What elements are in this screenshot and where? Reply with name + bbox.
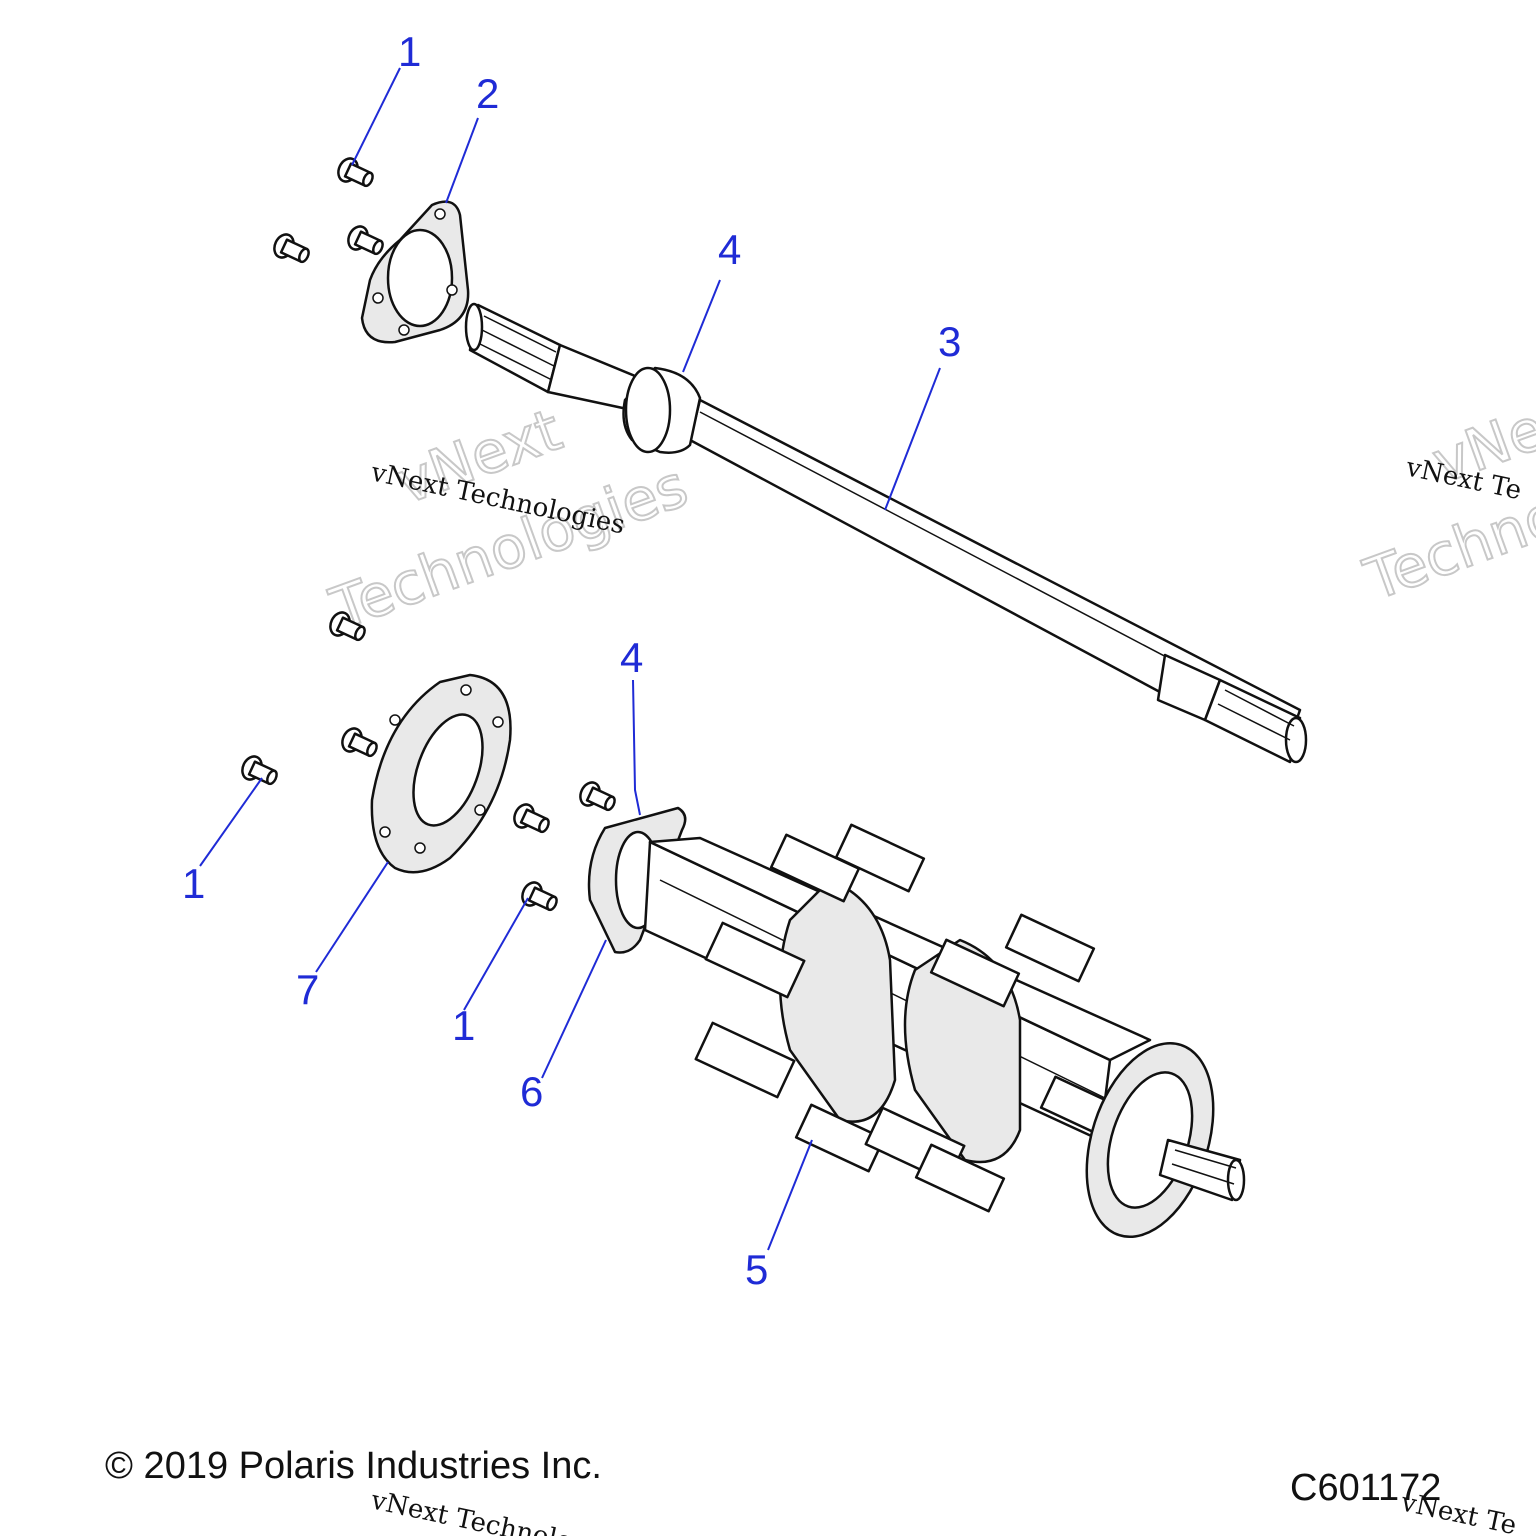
flange-plate-2 [360,200,470,344]
callout-1-top: 1 [398,28,421,75]
leader-6 [541,939,607,1079]
bearing-plate-7 [370,673,512,874]
callout-4-upper: 4 [718,226,741,273]
callout-2: 2 [476,70,499,117]
leader-4-lower [632,679,641,816]
bolt-lower-top [329,611,366,642]
callout-1-left: 1 [182,860,205,907]
bolt-lower-left [241,755,278,786]
watermark-right: vNe Technolo vNext Te [1355,393,1536,615]
driveshaft-3 [464,302,1308,764]
bolt-upper-left [273,233,310,264]
leader-2 [445,117,479,204]
bolt-lower-mid [341,727,378,758]
callout-5: 5 [745,1246,768,1293]
leader-lines [199,67,941,1251]
leader-4-upper [682,279,721,373]
callout-1-lower: 1 [452,1002,475,1049]
callout-7: 7 [296,966,319,1013]
drive-sprocket-assembly-5 [587,806,1246,1239]
figure-code: C601172 [1290,1467,1441,1509]
leader-7 [315,861,389,973]
leader-5 [767,1139,813,1251]
bolt-upper-mid [347,225,384,256]
bolt-upper-top [337,157,374,188]
watermark-bottom-right-small: vNext Te [1398,1487,1520,1536]
leader-1-lower [463,897,529,1011]
leader-1-top [351,67,401,166]
leader-1-left [199,777,263,867]
watermark-bottom-small: vNext Technolo [368,1485,575,1536]
callouts: 1 2 4 3 4 1 7 1 6 5 [182,28,961,1293]
seal-ring-4-upper [622,366,702,454]
bolt-lower-right2 [513,803,550,834]
callout-6: 6 [520,1068,543,1115]
bolt-lower-right3 [521,881,558,912]
leader-3 [884,367,941,511]
callout-4-lower: 4 [620,634,643,681]
copyright-text: © 2019 Polaris Industries Inc. [105,1445,602,1487]
callout-3: 3 [938,318,961,365]
bolt-lower-right1 [579,781,616,812]
